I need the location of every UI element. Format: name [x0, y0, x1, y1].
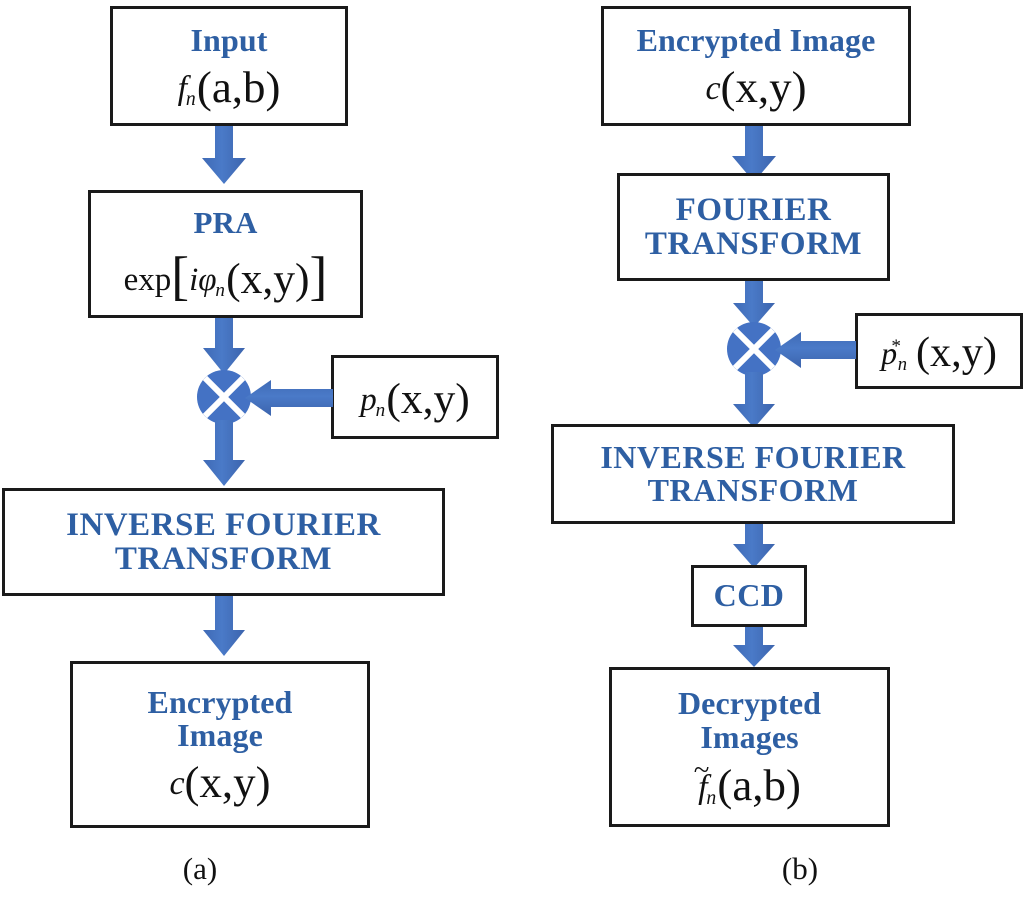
- math-close-bracket: ]: [309, 245, 328, 306]
- math-args: (x,y): [184, 756, 271, 807]
- math-base: p: [881, 335, 898, 372]
- math-sub: n: [185, 88, 196, 111]
- panel-a-arrow-pra-to-mult: [201, 318, 247, 376]
- math-base: f: [698, 768, 708, 806]
- panel-b-output-line2: Images: [700, 718, 799, 755]
- panel-b-multiplier-node: [726, 321, 782, 377]
- panel-a-output-line1: Encrypted: [147, 683, 293, 720]
- panel-b-arrow-ft-to-mult: [731, 281, 777, 329]
- math-sub: n: [706, 786, 717, 809]
- math-sub: n: [897, 353, 908, 375]
- panel-b-key-box: p*n (x,y): [855, 313, 1023, 389]
- panel-a-arrow-input-to-pra: [200, 126, 248, 186]
- panel-b-input-math: c(x,y): [705, 61, 807, 112]
- math-func: exp: [123, 262, 172, 299]
- panel-b-arrow-ift-to-ccd: [731, 524, 777, 570]
- panel-b-ft-line1: FOURIER: [675, 191, 832, 228]
- panel-a-output-box: Encrypted Image c(x,y): [70, 661, 370, 828]
- panel-a-input-title: Input: [190, 22, 268, 59]
- math-open-bracket: [: [171, 245, 190, 306]
- math-base: f: [177, 70, 188, 108]
- math-base: p: [360, 382, 377, 419]
- panel-b-inverse-fourier-box: INVERSE FOURIER TRANSFORM: [551, 424, 955, 524]
- panel-a-arrow-mult-to-ift: [201, 420, 247, 488]
- math-args: (x,y): [915, 329, 997, 377]
- panel-b-ccd-box: CCD: [691, 565, 807, 627]
- panel-b-ccd-title: CCD: [713, 577, 785, 614]
- math-args: (x,y): [386, 374, 470, 423]
- panel-b-input-title: Encrypted Image: [636, 22, 876, 59]
- math-sub: n: [375, 400, 386, 422]
- tilde-accent: ~: [693, 753, 710, 786]
- panel-b-input-box: Encrypted Image c(x,y): [601, 6, 911, 126]
- math-base: c: [169, 765, 185, 803]
- panel-a-pra-title: PRA: [193, 205, 258, 241]
- panel-b-arrow-key-to-mult: [775, 330, 858, 370]
- panel-b-output-line1: Decrypted: [677, 685, 822, 722]
- panel-b-key-math: p*n (x,y): [881, 329, 997, 377]
- panel-b-arrow-ccd-to-output: [731, 627, 777, 669]
- panel-b-fourier-box: FOURIER TRANSFORM: [617, 173, 890, 281]
- math-args: (a,b): [196, 61, 281, 112]
- math-args: (x,y): [720, 61, 807, 112]
- panel-a-ift-line2: TRANSFORM: [114, 541, 333, 577]
- panel-a-caption: (a): [182, 851, 218, 886]
- panel-b-ift-line1: INVERSE FOURIER: [600, 438, 906, 475]
- panel-b-arrow-mult-to-ift: [731, 372, 777, 430]
- panel-a-multiplier-node: [196, 369, 252, 425]
- panel-a-ift-line1: INVERSE FOURIER: [66, 506, 381, 543]
- math-sup: *: [891, 336, 901, 358]
- panel-a-output-line2: Image: [177, 717, 263, 754]
- panel-a-output-math: c(x,y): [169, 756, 271, 807]
- math-i: i: [189, 262, 199, 299]
- math-args: (a,b): [717, 760, 801, 811]
- math-args: (x,y): [226, 254, 310, 303]
- panel-a-arrow-key-to-mult: [245, 378, 335, 418]
- math-base: c: [705, 70, 721, 108]
- panel-b-ft-line2: TRANSFORM: [644, 226, 863, 262]
- math-sub: n: [215, 280, 225, 302]
- math-tilde-base: ~f: [694, 755, 710, 806]
- panel-a-inverse-fourier-box: INVERSE FOURIER TRANSFORM: [2, 488, 445, 596]
- panel-b-ift-line2: TRANSFORM: [647, 472, 859, 508]
- math-phi: φ: [198, 262, 217, 299]
- panel-b-arrow-input-to-ft: [730, 126, 778, 184]
- panel-b-caption: (b): [781, 851, 819, 886]
- panel-a-arrow-ift-to-output: [201, 596, 247, 658]
